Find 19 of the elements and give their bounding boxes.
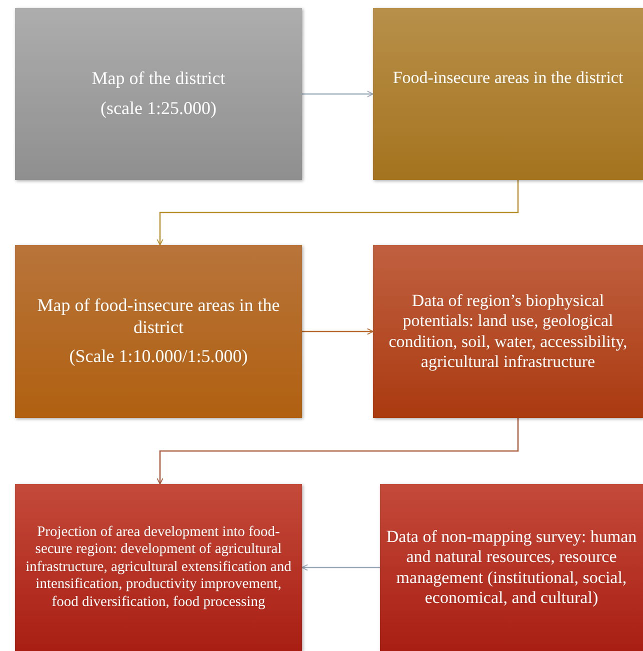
box-text: Data of region’s biophysical potentials: land use, geological condition, soil, water, accessibility, agricultural infrastructure	[388, 290, 628, 372]
arrow	[302, 328, 374, 335]
process-box	[373, 8, 643, 180]
box-text: Map of the district	[92, 68, 226, 90]
box-text: Food-insecure areas in the district	[392, 68, 624, 88]
arrow	[156, 180, 519, 246]
arrow	[302, 564, 380, 571]
process-box	[380, 484, 643, 651]
box-text: (scale 1:25.000)	[100, 98, 216, 120]
process-box	[373, 245, 643, 418]
arrow	[156, 418, 519, 484]
arrow	[302, 90, 374, 98]
box-text: (Scale 1:10.000/1:5.000)	[69, 346, 248, 368]
process-box	[15, 8, 302, 180]
box-text: Projection of area development into food-secure region: development of agricultural infrastructure, agricultural extensification and intensification, productivity improvement, food diversification, food processing	[24, 524, 292, 611]
box-text: Map of food-insecure areas in the district	[36, 295, 281, 338]
process-box	[15, 245, 302, 418]
box-text: Data of non-mapping survey: human and natural resources, resource management (institutional, social, economical, and cultural)	[386, 526, 637, 608]
process-box	[15, 484, 302, 651]
